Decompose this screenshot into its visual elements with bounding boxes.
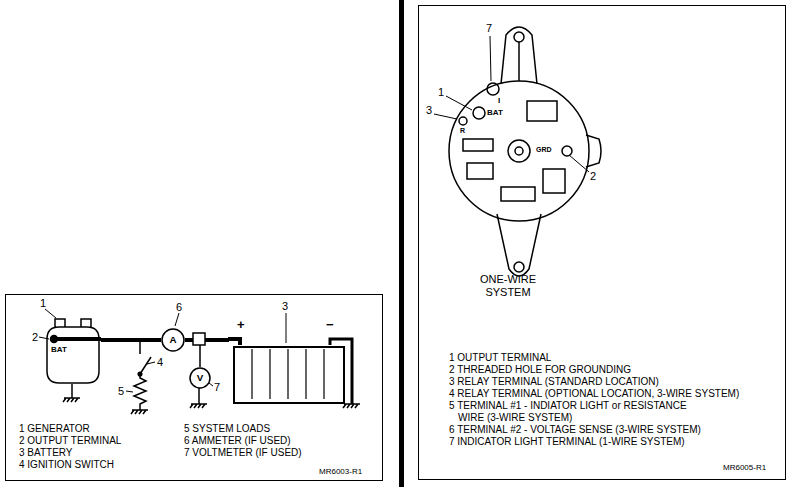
battery-case	[233, 346, 345, 404]
meter-letter: V	[189, 367, 211, 389]
ammeter: A	[161, 328, 185, 352]
leader-line	[209, 383, 213, 386]
callout-number: 1	[40, 297, 46, 310]
drawing-number: MR6003-R1	[319, 467, 362, 477]
leader-line	[434, 114, 457, 119]
terminal-label: BAT	[487, 108, 503, 118]
callout-number: 2	[590, 170, 596, 183]
ground-symbol	[190, 404, 207, 408]
key-item: 4 RELAY TERMINAL (OPTIONAL LOCATION, 3-W…	[449, 388, 739, 400]
key-item: 3 BATTERY	[19, 447, 73, 459]
alternator: I BAT R GRD	[447, 21, 603, 283]
key-item: 5 SYSTEM LOADS	[184, 423, 270, 435]
callout-number: 5	[118, 385, 124, 398]
key-item: 3 RELAY TERMINAL (STANDARD LOCATION)	[449, 376, 659, 388]
callout-number: 2	[32, 331, 38, 344]
callout-number: 6	[176, 301, 182, 314]
ground-symbol	[131, 410, 148, 414]
switch-wire	[139, 341, 141, 354]
terminal-dot	[51, 336, 58, 343]
key-item: 1 GENERATOR	[19, 423, 90, 435]
callout-number: 1	[438, 86, 444, 99]
switch-lever	[140, 357, 151, 374]
generator: BAT	[45, 315, 101, 385]
terminal-label: BAT	[51, 345, 67, 355]
key-item: 7 VOLTMETER (IF USED)	[184, 447, 302, 459]
terminal-label: GRD	[536, 146, 552, 154]
key-item: 6 AMMETER (IF USED)	[184, 435, 291, 447]
callout-number: 7	[486, 22, 492, 35]
positive-lead	[228, 339, 240, 345]
polarity-sign: +	[237, 317, 245, 333]
terminal-label: R	[460, 127, 465, 135]
leader-line	[126, 391, 133, 392]
key-item: 1 OUTPUT TERMINAL	[449, 352, 551, 364]
callout-number: 3	[426, 104, 432, 117]
callout-number: 7	[214, 381, 220, 394]
wire	[101, 338, 161, 342]
resistor-symbol	[134, 374, 146, 410]
panel-frame: 1 GENERATOR2 OUTPUT TERMINAL3 BATTERY4 I…	[5, 294, 383, 481]
output-wire	[54, 337, 101, 341]
terminal-label: I	[498, 96, 500, 106]
drawing-number: MR6005-R1	[723, 463, 766, 473]
key-item: 2 THREADED HOLE FOR GROUNDING	[449, 364, 631, 376]
circuit-drawing	[51, 333, 361, 414]
key-item: 6 TERMINAL #2 - VOLTAGE SENSE (3-WIRE SY…	[449, 424, 701, 436]
panel-frame: ONE-WIRE SYSTEM 1 OUTPUT TERMINAL2 THREAD…	[418, 5, 786, 480]
battery: +−	[229, 317, 351, 409]
ground-symbol	[343, 404, 360, 408]
key-item: 5 TERMINAL #1 - INDIATOR LIGHT or RESIST…	[449, 400, 698, 424]
ground-wire	[198, 388, 200, 404]
callout-number: 4	[157, 356, 163, 369]
meter-letter: A	[161, 328, 185, 352]
junction-block	[193, 333, 205, 345]
ground-wire	[71, 384, 73, 398]
negative-lead	[330, 339, 352, 404]
leader-lines	[39, 36, 589, 392]
leader-line	[45, 309, 56, 318]
key-item: 7 INDICATOR LIGHT TERMINAL (1-WIRE SYSTE…	[449, 436, 685, 448]
leader-line	[490, 36, 491, 81]
leader-line	[147, 362, 155, 364]
figure-caption: ONE-WIRE SYSTEM	[471, 273, 545, 299]
alternator-outline	[447, 21, 603, 283]
key-item: 2 OUTPUT TERMINAL	[19, 435, 121, 447]
leader-line	[286, 313, 287, 343]
separator-bar	[399, 0, 404, 487]
voltmeter: V	[189, 367, 211, 389]
callout-number: 3	[282, 300, 288, 313]
leader-line	[175, 313, 179, 326]
ground-symbol	[63, 398, 80, 402]
key-item: 4 IGNITION SWITCH	[19, 459, 114, 471]
battery-cells	[252, 349, 324, 399]
polarity-sign: −	[326, 317, 334, 333]
